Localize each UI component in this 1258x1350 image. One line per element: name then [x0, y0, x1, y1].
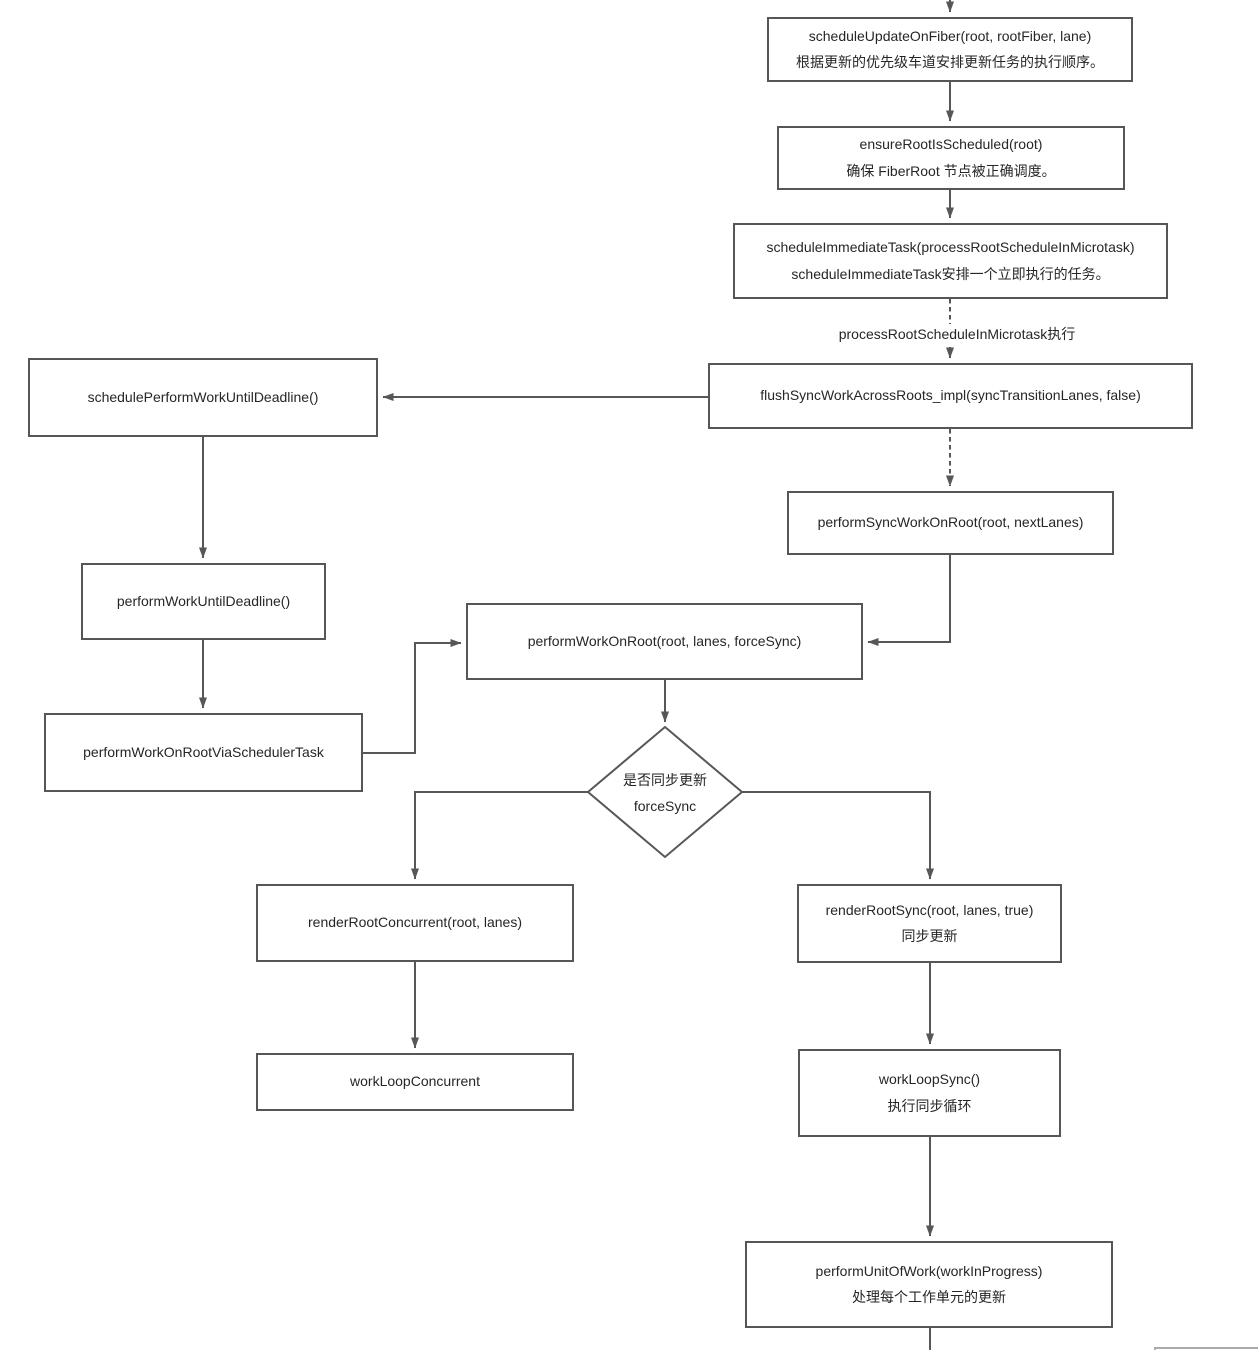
edge-label-processRootScheduleInMicrotask: processRootScheduleInMicrotask执行 — [833, 324, 1081, 344]
edge-performWorkOnRootViaSchedulerTask-to-performWorkOnRoot — [363, 639, 462, 754]
edge-performSyncWorkOnRoot-to-performWorkOnRoot — [867, 555, 951, 646]
node-workLoopSync: workLoopSync() 执行同步循环 — [798, 1049, 1061, 1137]
node-label: performSyncWorkOnRoot(root, nextLanes) — [817, 514, 1084, 531]
node-sublabel: 处理每个工作单元的更新 — [852, 1289, 1006, 1305]
node-sublabel: 根据更新的优先级车道安排更新任务的执行顺序。 — [796, 54, 1104, 70]
node-performUnitOfWork: performUnitOfWork(workInProgress) 处理每个工作… — [745, 1241, 1113, 1328]
node-performSyncWorkOnRoot: performSyncWorkOnRoot(root, nextLanes) — [787, 491, 1114, 555]
node-label: performWorkOnRootViaSchedulerTask — [83, 743, 324, 760]
node-label: workLoopSync() — [878, 1071, 981, 1087]
node-label: renderRootConcurrent(root, lanes) — [308, 914, 522, 931]
decision-diamond-shape — [586, 725, 744, 859]
node-ensureRootIsScheduled: ensureRootIsScheduled(root) 确保 FiberRoot… — [777, 126, 1125, 190]
node-schedulePerformWorkUntilDeadline: schedulePerformWorkUntilDeadline() — [28, 358, 378, 437]
node-workLoopConcurrent: workLoopConcurrent — [256, 1053, 574, 1111]
node-label: ensureRootIsScheduled(root) — [859, 136, 1043, 152]
node-sublabel: scheduleImmediateTask安排一个立即执行的任务。 — [791, 265, 1110, 282]
node-label: scheduleImmediateTask(processRootSchedul… — [766, 239, 1135, 255]
node-sublabel: 同步更新 — [901, 928, 958, 944]
node-label: performUnitOfWork(workInProgress) — [815, 1262, 1043, 1279]
node-label: performWorkUntilDeadline() — [116, 592, 291, 609]
node-sublabel: 执行同步循环 — [887, 1097, 972, 1114]
node-label: workLoopConcurrent — [350, 1073, 480, 1090]
node-performWorkUntilDeadline: performWorkUntilDeadline() — [81, 563, 326, 640]
node-performWorkOnRootViaSchedulerTask: performWorkOnRootViaSchedulerTask — [44, 713, 363, 792]
edge-decision-to-renderRootSync — [742, 791, 934, 880]
node-renderRootSync: renderRootSync(root, lanes, true) 同步更新 — [797, 884, 1062, 963]
node-renderRootConcurrent: renderRootConcurrent(root, lanes) — [256, 884, 574, 962]
partial-node-bottom-right — [1154, 1347, 1258, 1350]
node-label: 是否同步更新 — [623, 772, 707, 788]
node-label: renderRootSync(root, lanes, true) — [825, 901, 1034, 918]
node-scheduleImmediateTask: scheduleImmediateTask(processRootSchedul… — [733, 223, 1168, 299]
node-label: flushSyncWorkAcrossRoots_impl(syncTransi… — [760, 387, 1141, 404]
node-label: schedulePerformWorkUntilDeadline() — [87, 388, 319, 405]
edge-decision-to-renderRootConcurrent — [411, 791, 588, 880]
node-performWorkOnRoot: performWorkOnRoot(root, lanes, forceSync… — [466, 603, 863, 680]
node-flushSyncWorkAcrossRoots: flushSyncWorkAcrossRoots_impl(syncTransi… — [708, 363, 1193, 429]
node-label: scheduleUpdateOnFiber(root, rootFiber, l… — [808, 27, 1092, 44]
node-label: performWorkOnRoot(root, lanes, forceSync… — [527, 632, 802, 649]
node-sublabel: forceSync — [633, 798, 697, 814]
node-scheduleUpdateOnFiber: scheduleUpdateOnFiber(root, rootFiber, l… — [767, 17, 1133, 82]
node-decision-forceSync: 是否同步更新 forceSync — [588, 727, 742, 857]
node-sublabel: 确保 FiberRoot 节点被正确调度。 — [846, 162, 1056, 179]
